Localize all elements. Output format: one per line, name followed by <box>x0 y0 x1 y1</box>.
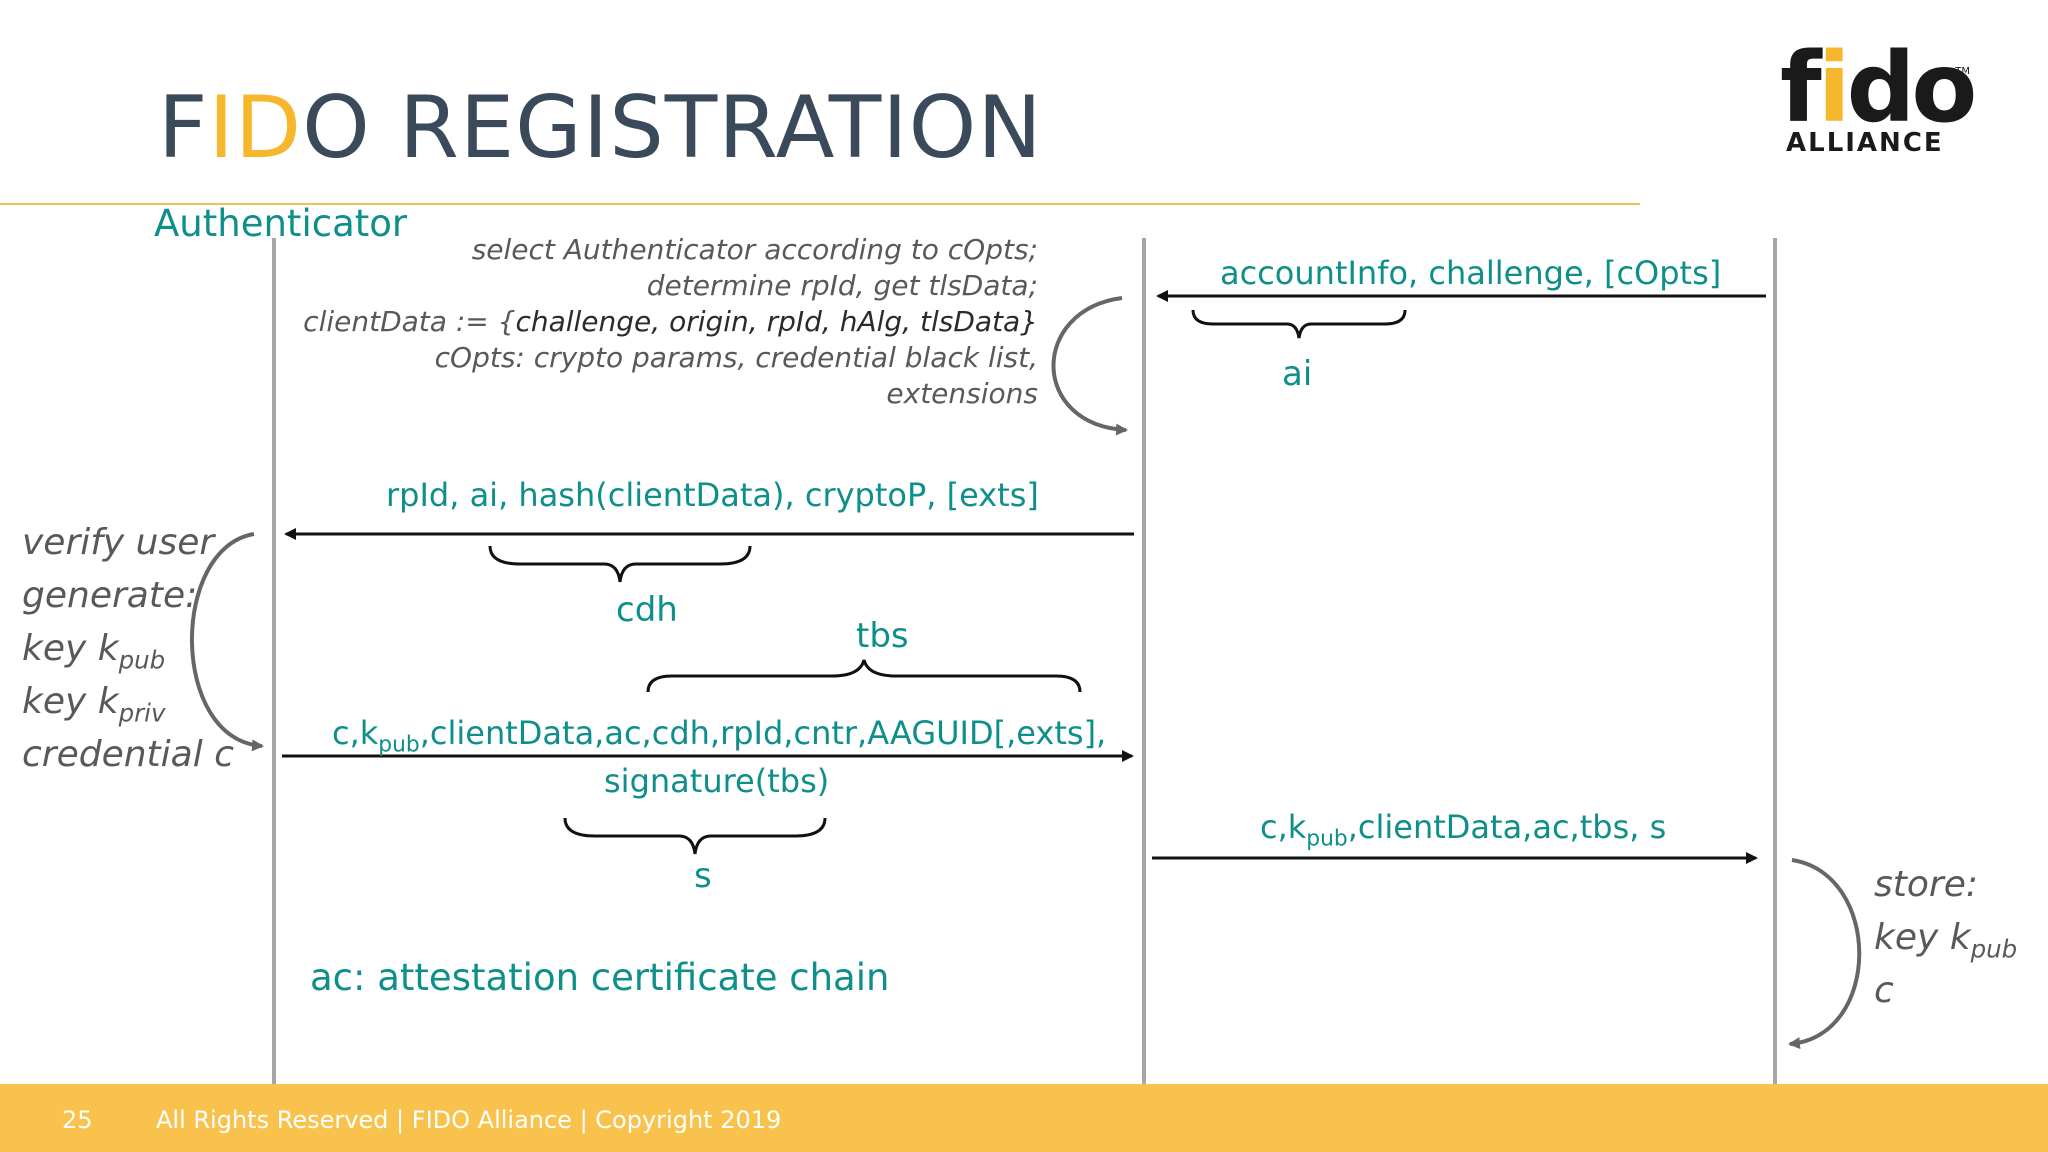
label-tbs: tbs <box>856 616 909 656</box>
message-rpid: rpId, ai, hash(clientData), cryptoP, [ex… <box>386 476 1039 514</box>
loop-client <box>1051 296 1128 436</box>
action-credential: credential c <box>22 734 234 775</box>
brace-s <box>563 817 827 855</box>
client-processing-note: select Authenticator according to cOpts;… <box>303 232 1038 412</box>
message-registration-response: c,kpub,clientData,ac,tbs, s <box>1260 808 1667 852</box>
legend-ac: ac: attestation certificate chain <box>310 956 890 999</box>
loop-server <box>1788 858 1862 1050</box>
slide-title: FIDO REGISTRATION <box>158 78 1043 178</box>
note-line-5: extensions <box>886 377 1038 410</box>
action-store-c: c <box>1874 970 1894 1011</box>
note-line-3: clientData := {challenge, origin, rpId, … <box>303 305 1038 338</box>
action-store: store: <box>1874 864 1978 905</box>
brace-tbs <box>646 659 1082 693</box>
logo-trademark: TM <box>1955 66 1970 77</box>
action-generate: generate: <box>22 575 198 616</box>
logo-alliance: ALLIANCE <box>1786 128 1944 158</box>
server-actions: store: key kpub c <box>1874 858 2017 1017</box>
title-divider <box>0 203 1640 205</box>
footer-bar: 25 All Rights Reserved | FIDO Alliance |… <box>0 1084 2048 1152</box>
note-line-4: cOpts: crypto params, credential black l… <box>434 341 1038 374</box>
note-line-1: select Authenticator according to cOpts; <box>471 233 1038 266</box>
message-account-info: accountInfo, challenge, [cOpts] <box>1220 254 1722 292</box>
note-line-2: determine rpId, get tlsData; <box>646 269 1038 302</box>
action-verify-user: verify user <box>22 522 215 563</box>
brace-cdh <box>488 545 752 583</box>
copyright-text: All Rights Reserved | FIDO Alliance | Co… <box>156 1106 782 1134</box>
action-store-key-pub: key kpub <box>1874 917 2018 964</box>
action-key-priv: key kpriv <box>22 681 166 728</box>
message-signature: signature(tbs) <box>604 762 830 800</box>
action-key-pub: key kpub <box>22 628 166 675</box>
logo-wordmark: fido <box>1780 32 1977 144</box>
label-cdh: cdh <box>616 590 678 630</box>
message-credential: c,kpub,clientData,ac,cdh,rpId,cntr,AAGUI… <box>332 714 1107 758</box>
loop-authenticator <box>190 532 264 752</box>
label-ai: ai <box>1282 354 1313 394</box>
page-number: 25 <box>62 1106 93 1134</box>
brace-ai <box>1191 309 1407 339</box>
label-s: s <box>694 856 712 896</box>
lane-label-authenticator: Authenticator <box>154 202 408 245</box>
fido-alliance-logo: fido TM ALLIANCE <box>1780 32 1977 158</box>
authenticator-actions: verify user generate: key kpub key kpriv… <box>22 516 234 781</box>
